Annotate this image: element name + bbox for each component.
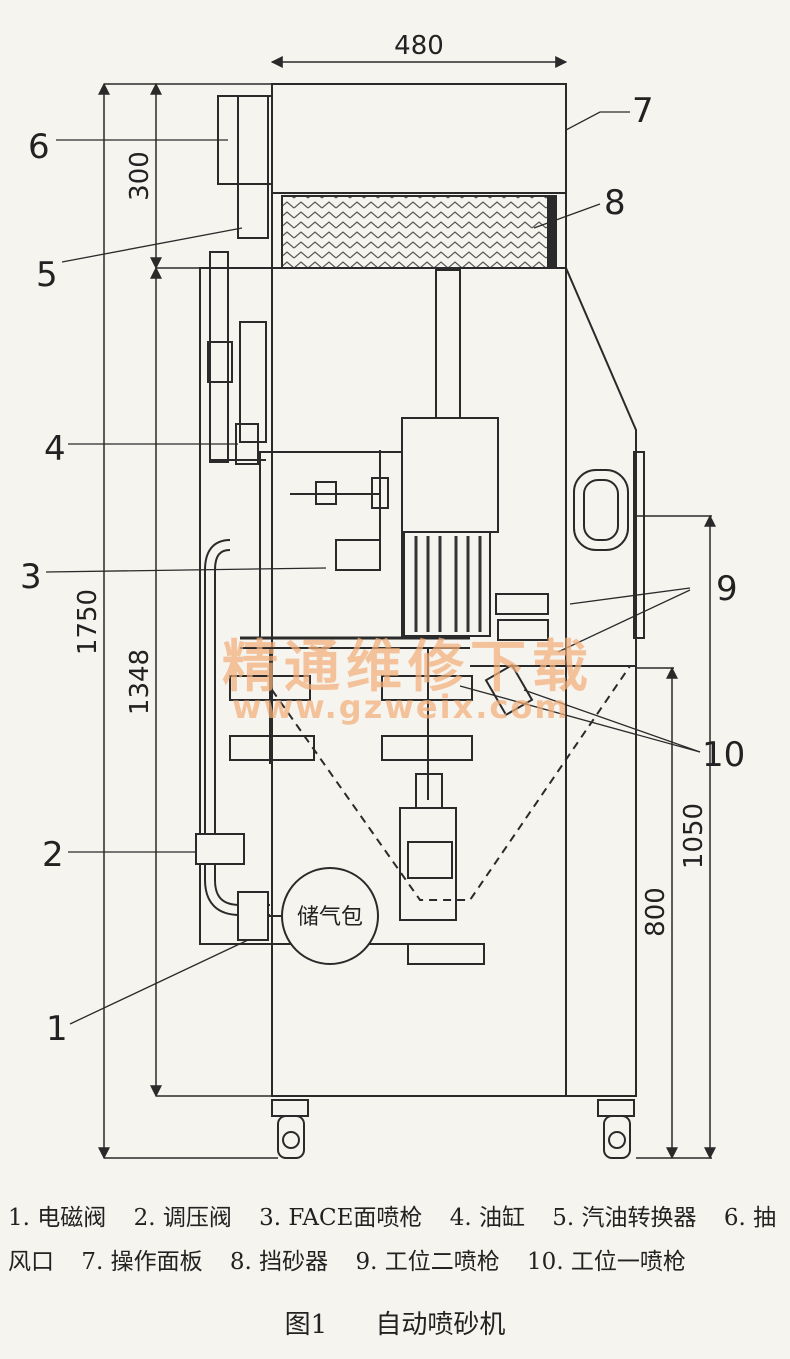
workpiece-drum [403, 531, 491, 637]
sand-baffle [281, 195, 553, 269]
sand-hopper [271, 665, 631, 901]
watermark-url: www.gzweix.com [232, 688, 570, 726]
caster-left [271, 1099, 309, 1117]
callout-1: 1 [46, 1009, 68, 1049]
leader-9a [569, 587, 691, 605]
station1-gun [484, 663, 534, 717]
sand-baffle-cap [547, 195, 557, 269]
parts-legend: 1. 电磁阀 2. 调压阀 3. FACE面喷枪 4. 油缸 5. 汽油转换器 … [8, 1196, 784, 1284]
legend-item: 3. FACE面喷枪 [259, 1205, 423, 1231]
face-gun-body [335, 539, 381, 571]
figure-title: 自动喷砂机 [375, 1310, 506, 1340]
pressure-regulator [195, 833, 245, 865]
dim-text-800: 800 [641, 887, 671, 937]
dim-text-width: 480 [394, 31, 444, 61]
diagram-canvas: 480 300 1750 1348 1050 800 6 5 4 3 2 1 7… [20, 31, 745, 1160]
leader-7 [565, 111, 630, 131]
side-housing [565, 267, 637, 1097]
leader-10b [523, 689, 701, 753]
callout-10: 10 [702, 735, 745, 775]
legend-item: 8. 挡砂器 [229, 1249, 329, 1275]
holder-block [399, 807, 457, 921]
legend-item: 5. 汽油转换器 [552, 1205, 697, 1231]
figure-number: 图1 [284, 1310, 328, 1340]
legend-item: 9. 工位二喷枪 [355, 1249, 500, 1275]
air-tank [281, 867, 379, 965]
station2-gun-lower [497, 619, 549, 641]
side-door [633, 451, 645, 639]
leader-5 [61, 227, 243, 263]
leader-1 [69, 939, 249, 1025]
callout-7: 7 [632, 91, 654, 131]
figure-caption: 图1 自动喷砂机 [0, 1304, 790, 1341]
legend-item: 7. 操作面板 [81, 1249, 203, 1275]
callout-2: 2 [42, 835, 64, 875]
callout-3: 3 [20, 557, 42, 597]
legend-item: 风口 [8, 1249, 54, 1275]
callout-9: 9 [716, 569, 738, 609]
oil-cylinder [239, 321, 267, 443]
legend-item: 6. 抽 [723, 1205, 777, 1231]
callout-6: 6 [28, 127, 50, 167]
callout-4: 4 [44, 429, 66, 469]
cabinet-body [271, 83, 567, 1097]
leader-9b [557, 589, 691, 653]
leader-8 [533, 203, 601, 229]
legend-item: 4. 油缸 [449, 1205, 525, 1231]
caster-right [597, 1099, 635, 1117]
legend-item: 2. 调压阀 [133, 1205, 232, 1231]
leader-10a [459, 685, 701, 753]
machine-drawing: 480 300 1750 1348 1050 800 6 5 4 3 2 1 7… [20, 31, 745, 1160]
legend-row-1: 1. 电磁阀 2. 调压阀 3. FACE面喷枪 4. 油缸 5. 汽油转换器 … [8, 1196, 784, 1240]
dim-text-1050: 1050 [679, 803, 709, 869]
legend-item: 1. 电磁阀 [8, 1205, 107, 1231]
legend-item: 10. 工位一喷枪 [527, 1249, 686, 1275]
leader-3 [45, 567, 327, 573]
cylinder-rail [209, 251, 229, 463]
air-tank-label: 储气包 [297, 905, 363, 930]
dim-text-1750: 1750 [73, 589, 103, 655]
drive-shaft [435, 269, 461, 419]
dim-text-1348: 1348 [125, 649, 155, 715]
station2-gun-upper [495, 593, 549, 615]
solenoid-valve [237, 891, 269, 941]
side-window [573, 469, 629, 551]
legend-row-2: 风口 7. 操作面板 8. 挡砂器 9. 工位二喷枪 10. 工位一喷枪 [8, 1240, 784, 1284]
callout-8: 8 [604, 183, 626, 223]
watermark-title: 精通维修下载 [222, 634, 594, 700]
drive-head [401, 417, 499, 533]
callout-5: 5 [36, 255, 58, 295]
fuel-converter [237, 95, 269, 239]
dim-text-300: 300 [125, 151, 155, 201]
